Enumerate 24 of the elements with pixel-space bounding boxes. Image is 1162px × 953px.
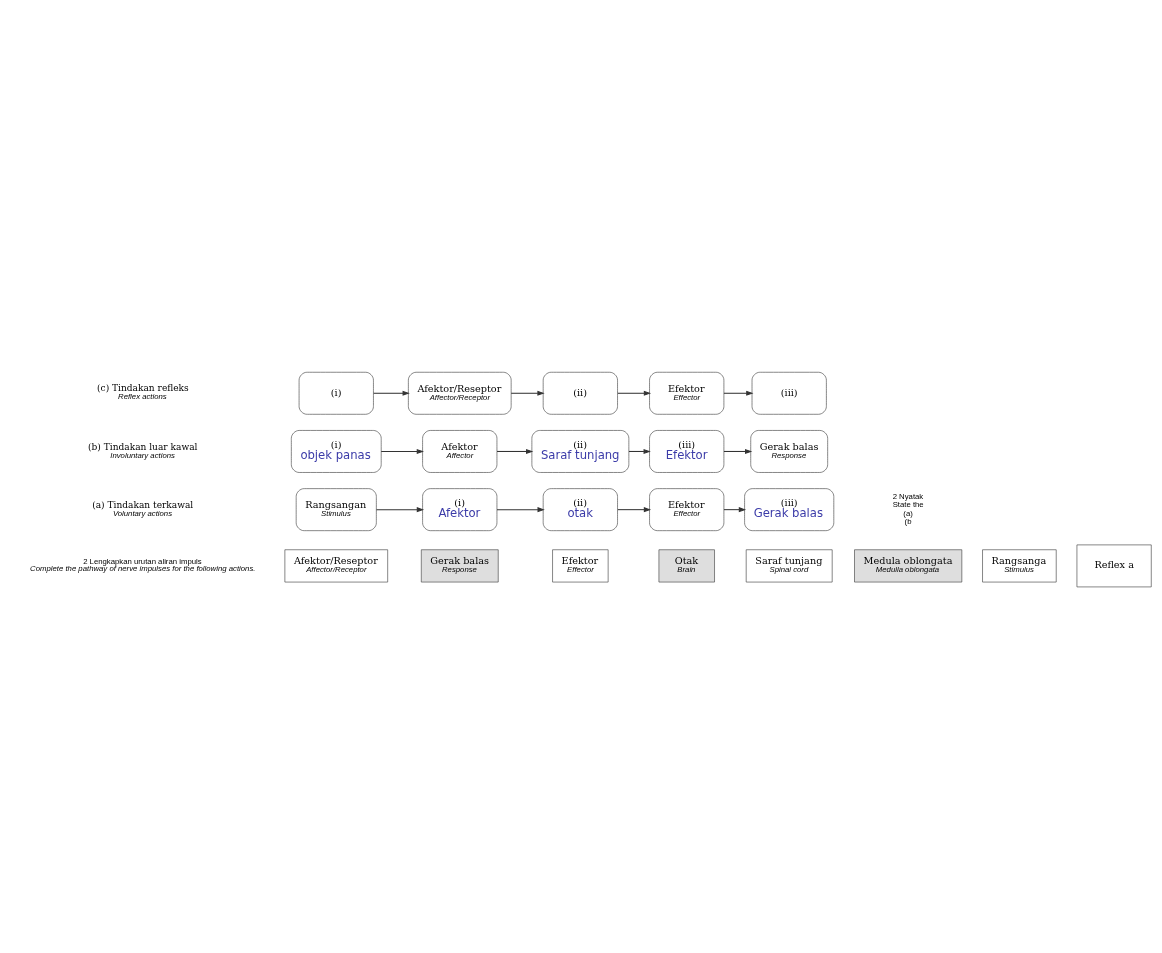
- arrow: [723, 390, 754, 396]
- label: (a) Tindakan terkawal: [92, 499, 194, 510]
- node-box: (ii) otak: [542, 487, 618, 531]
- node-box: (ii): [542, 371, 618, 415]
- arrow: [496, 448, 534, 454]
- arrow: [723, 506, 747, 512]
- label: (c) Tindakan refleks: [97, 382, 189, 393]
- arrow: [617, 390, 652, 396]
- arrow: [380, 448, 424, 454]
- arrow: [617, 506, 652, 512]
- node-box: (iii) Efektor: [649, 429, 725, 473]
- arrow: [375, 506, 424, 512]
- node-box: (iii) Gerak balas: [744, 487, 835, 531]
- arrow: [510, 390, 545, 396]
- arrow: [373, 390, 410, 396]
- node-box: (i) Afektor: [422, 487, 498, 531]
- node-box: (iii): [751, 371, 827, 415]
- node-box: (ii) Saraf tunjang: [531, 429, 630, 473]
- arrow: [723, 448, 753, 454]
- node-box: (i) objek panas: [291, 429, 382, 473]
- arrow: [496, 506, 545, 512]
- node-box: Reflex a: [1076, 544, 1152, 587]
- node-box: (i): [298, 371, 374, 415]
- label: (b) Tindakan luar kawal: [87, 441, 198, 452]
